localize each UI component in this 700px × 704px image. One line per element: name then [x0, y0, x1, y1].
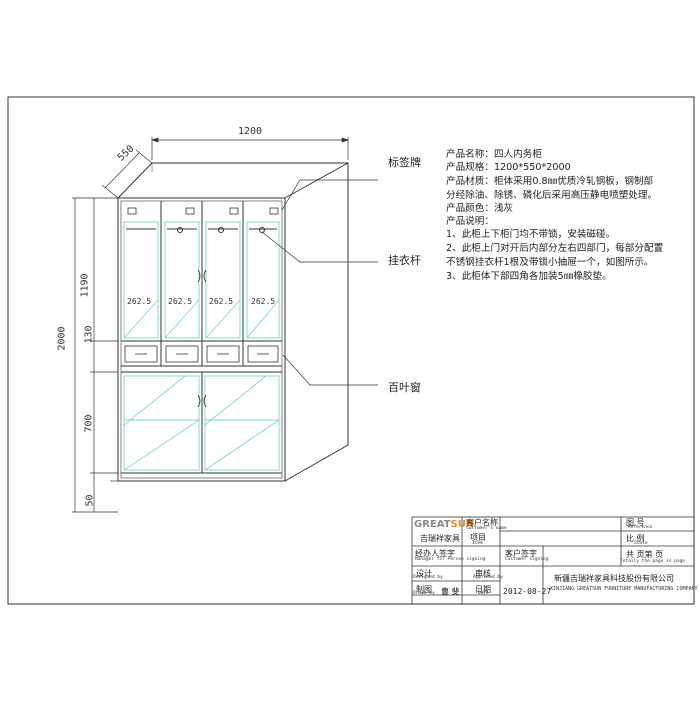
brand-logo: GREATSUN: [414, 519, 475, 530]
pages-label: 共 页第 页: [626, 550, 664, 559]
reference-label-en: Reference: [628, 525, 653, 530]
spec-line: 产品颜色：浅灰: [446, 203, 514, 214]
upper-height-label: 1190: [79, 273, 91, 298]
hanging-rods: [126, 227, 277, 233]
height-dimensions: [72, 197, 118, 513]
drawers: [124, 345, 279, 363]
spec-line: 产品规格：1200*550*2000: [446, 162, 571, 173]
design-label-en: Designed by: [413, 575, 443, 580]
spec-line: 3、此柜体下部四角各加装5㎜橡胶垫。: [446, 271, 612, 282]
approve-label-en: Approved by: [473, 575, 503, 580]
bay-width-label: 262.5: [127, 297, 152, 306]
company-name: 新疆吉瑞祥家具科技股份有限公司: [554, 574, 674, 583]
date-label: 日期: [475, 585, 491, 594]
reference-label: 图 号: [626, 518, 645, 527]
date-value: 2012-08-27: [503, 587, 552, 596]
callout-leaders: [261, 179, 378, 386]
width-label: 1200: [238, 126, 263, 137]
customer-sign-label: 客户签字: [505, 549, 537, 558]
draw-label: 制图: [416, 585, 432, 594]
sheet-border: [7, 96, 695, 605]
base-height-label: 50: [84, 494, 96, 507]
total-height-label: 2000: [56, 326, 68, 351]
pages-label-en: Totally the page is page: [620, 559, 686, 564]
company-name-en: XINJIANG GREATSUN FURNITURE MANUFACTURIN…: [550, 586, 698, 592]
manager-label: 经办人签字: [415, 549, 455, 558]
bay-width-label: 262.5: [251, 297, 276, 306]
date-label-en: Date: [478, 591, 489, 596]
lower-height-label: 700: [83, 414, 95, 433]
spec-line: 1、此柜上下柜门均不带锁，安装磁碰。: [446, 229, 616, 240]
bay-width-label: 262.5: [209, 297, 234, 306]
louver-callout: 百叶窗: [388, 381, 421, 394]
scale-label: 比 例: [626, 534, 645, 543]
title-block-grid: [411, 516, 695, 605]
scale-label-en: Scale: [634, 541, 648, 546]
spec-line: 分经除油、除锈、磷化后采用高压静电喷塑处理。: [446, 190, 658, 201]
brand-cn: 吉瑞祥家具: [420, 534, 460, 543]
draw-label-en: Drawn by: [413, 591, 435, 596]
spec-line: 不锈钢挂衣杆1根及带锁小抽屉一个，如图所示。: [446, 257, 654, 268]
spec-line: 2、此柜上门对开后内部分左右四部门，每部分配置: [446, 243, 664, 254]
rod-callout: 挂衣杆: [388, 254, 421, 267]
customer-name-label-en: Customer's name: [466, 526, 507, 531]
tag-callout: 标签牌: [388, 156, 421, 169]
depth-dimension: [101, 149, 153, 199]
cabinet-outline: [117, 162, 349, 482]
drawer-name: 曹 斐: [441, 587, 460, 596]
approve-label: 审核: [475, 569, 491, 578]
item-label: 项目: [470, 533, 486, 542]
manager-label-en: Manager for Person signing: [415, 557, 486, 562]
spec-line: 产品名称：四人内务柜: [446, 149, 542, 160]
customer-name-label: 客户名称: [466, 518, 498, 527]
spec-line: 产品材质：柜体采用0.8㎜优质冷轧钢板，钢制部: [446, 176, 654, 187]
item-label-en: Item: [472, 541, 483, 546]
bay-width-label: 262.5: [168, 297, 193, 306]
spec-line: 产品说明：: [446, 216, 494, 227]
tag-marks: [127, 207, 279, 215]
door-handles: [197, 269, 207, 408]
customer-sign-label-en: Customer signing: [505, 557, 549, 562]
design-label: 设计: [416, 569, 432, 578]
width-dimension: [150, 137, 350, 160]
drawer-height-label: 130: [83, 325, 95, 344]
